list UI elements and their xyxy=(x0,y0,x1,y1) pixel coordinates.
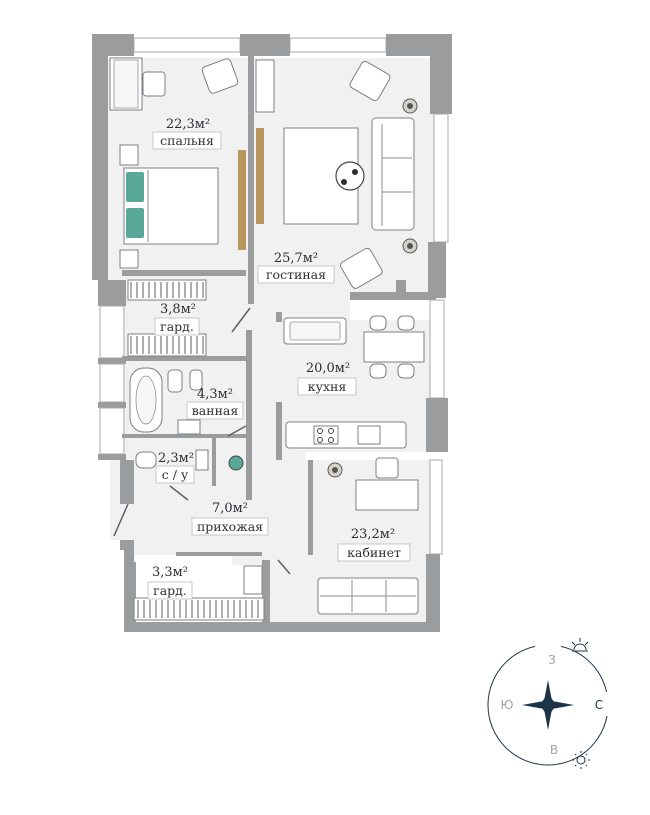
room-label-bedroom: 22,3м² спальня xyxy=(152,117,222,150)
room-area-wardrobe-1: 3,8м² xyxy=(160,302,196,317)
study-furniture xyxy=(317,457,419,615)
room-area-hallway: 7,0м² xyxy=(212,501,248,516)
room-label-living: 25,7м² гостиная xyxy=(257,251,335,284)
room-area-wardrobe-2: 3,3м² xyxy=(152,565,188,580)
room-area-kitchen: 20,0м² xyxy=(306,361,350,376)
room-name-wardrobe-1: гард. xyxy=(160,319,194,334)
room-area-living: 25,7м² xyxy=(274,251,318,266)
exterior-walls xyxy=(92,34,452,632)
room-label-wardrobe-2: 3,3м² гард. xyxy=(147,565,193,600)
room-area-study: 23,2м² xyxy=(351,527,395,542)
room-name-wc: с / у xyxy=(162,467,189,482)
room-area-bedroom: 22,3м² xyxy=(166,117,210,132)
room-name-living: гостиная xyxy=(266,267,326,282)
room-label-hallway: 7,0м² прихожая xyxy=(191,501,269,536)
room-name-study: кабинет xyxy=(347,545,401,560)
compass: З Ю С В xyxy=(487,638,611,769)
room-name-hallway: прихожая xyxy=(197,519,263,534)
room-name-wardrobe-2: гард. xyxy=(153,583,187,598)
room-label-kitchen: 20,0м² кухня xyxy=(297,361,357,396)
living-room-furniture xyxy=(255,59,418,289)
interior-walls xyxy=(122,56,313,630)
compass-label-left: Ю xyxy=(501,698,514,712)
room-label-wardrobe-1: 3,8м² гард. xyxy=(154,302,200,336)
room-label-study: 23,2м² кабинет xyxy=(337,527,411,562)
compass-label-top: З xyxy=(548,653,556,667)
sunset-icon xyxy=(571,638,589,652)
wc-fixtures xyxy=(113,449,244,537)
room-label-bathroom: 4,3м² ванная xyxy=(186,387,244,420)
room-area-bathroom: 4,3м² xyxy=(197,387,233,402)
wardrobe-2 xyxy=(133,559,291,621)
room-name-kitchen: кухня xyxy=(308,379,347,394)
compass-label-bottom: В xyxy=(550,743,558,757)
wardrobe-1 xyxy=(127,279,251,357)
room-label-wc: 2,3м² с / у xyxy=(155,451,195,484)
compass-label-right: С xyxy=(595,698,603,712)
room-name-bedroom: спальня xyxy=(160,133,214,148)
kitchen-furniture xyxy=(283,315,425,449)
bathroom-fixtures xyxy=(129,367,247,437)
sunrise-icon xyxy=(572,751,590,769)
room-name-bathroom: ванная xyxy=(192,403,239,418)
room-area-wc: 2,3м² xyxy=(158,451,194,466)
bedroom-furniture xyxy=(109,57,264,269)
